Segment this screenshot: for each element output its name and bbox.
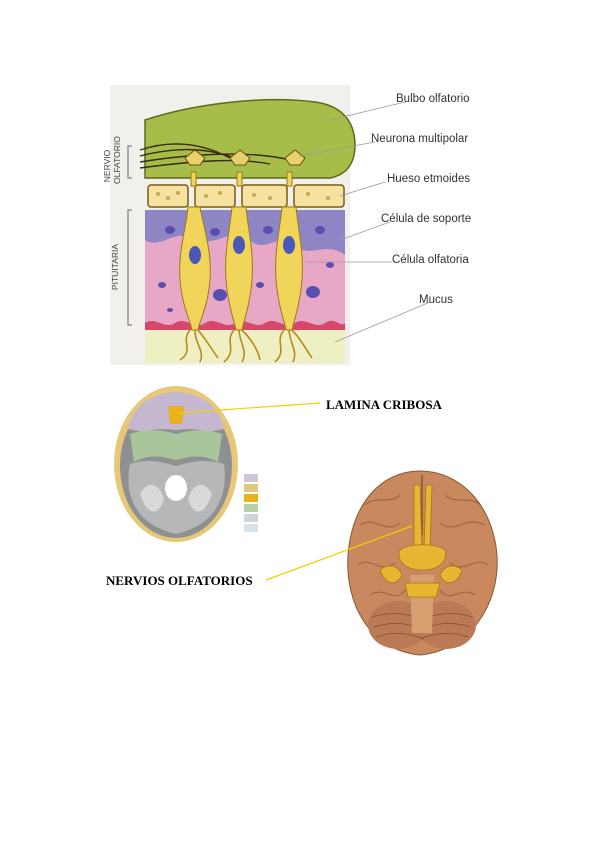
olfactory-cells (179, 171, 303, 331)
foramen-magnum (165, 475, 187, 501)
callout-celula-olfatoria: Célula olfatoria (392, 254, 469, 266)
nervios-leader-line (265, 525, 413, 581)
cribriform-plate (168, 406, 184, 424)
brain-illustration (347, 470, 498, 656)
lamina-leader-line (177, 402, 321, 414)
lamina-cribosa-label: LAMINA CRIBOSA (326, 397, 442, 412)
skull-base-figure (108, 384, 258, 546)
brain-figure (340, 465, 505, 660)
color-key-swatches (244, 474, 260, 532)
ethmoid-bone (147, 184, 345, 208)
olfactory-nerves (379, 484, 463, 598)
olfactory-bulb (144, 98, 356, 179)
callout-celula-soporte: Célula de soporte (381, 213, 472, 225)
olfactory-illustration (110, 85, 431, 365)
callout-bulbo-olfatorio: Bulbo olfatorio (396, 93, 470, 105)
callout-hueso-etmoides: Hueso etmoides (387, 173, 471, 185)
callout-neurona-multipolar: Neurona multipolar (371, 133, 469, 145)
pituitaria-label: PITUITARIA (110, 243, 120, 291)
nervios-olfatorios-label: NERVIOS OLFATORIOS (106, 573, 253, 588)
skull-base-illustration (114, 386, 238, 542)
callout-mucus: Mucus (419, 294, 453, 306)
